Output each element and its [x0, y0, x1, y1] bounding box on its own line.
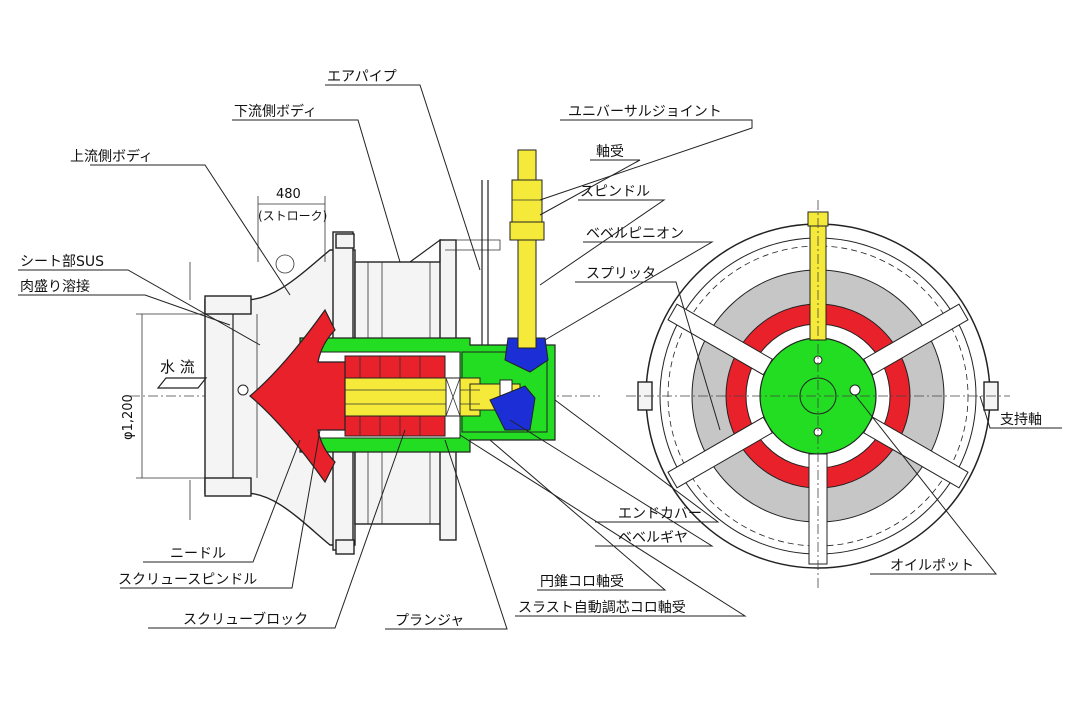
splitter-spokes — [667, 303, 969, 565]
water-flow-label: 水 流 — [160, 358, 195, 376]
label-spindle: スピンドル — [580, 184, 650, 200]
vertical-spindle — [517, 239, 537, 349]
label-splitter: スプリッタ — [586, 266, 656, 282]
label-downstream-body: 下流側ボディ — [234, 103, 317, 120]
label-plunger: プランジャ — [395, 613, 464, 629]
bevel-gear — [489, 385, 536, 431]
stroke-label: (ストローク) — [258, 209, 327, 223]
label-universal-joint: ユニバーサルジョイント — [568, 104, 722, 120]
end-view — [626, 200, 1010, 590]
needle — [249, 308, 346, 484]
diameter-label: φ1,200 — [121, 394, 136, 440]
label-bevel-gear: ベベルギヤ — [618, 530, 688, 546]
label-overlay-weld: 肉盛り溶接 — [20, 278, 90, 295]
label-screw-block: スクリューブロック — [183, 611, 308, 628]
labels: エアパイプ 下流側ボディ 上流側ボディ ユニバーサルジョイント 軸受 スピンドル… — [20, 69, 1042, 629]
label-tapered-roller-bearing: 円錐コロ軸受 — [540, 574, 624, 590]
label-thrust-bearing: スラスト自動調芯コロ軸受 — [518, 600, 686, 616]
label-upstream-body: 上流側ボディ — [70, 148, 153, 165]
bevel-pinion — [504, 337, 549, 373]
label-bevel-pinion: ベベルピニオン — [586, 226, 684, 242]
label-support-shaft: 支持軸 — [1000, 412, 1042, 428]
label-screw-spindle: スクリュースピンドル — [118, 572, 257, 588]
label-oil-pot: オイルポット — [890, 558, 974, 574]
label-end-cover: エンドカバー — [618, 506, 702, 522]
stroke-value: 480 — [276, 187, 301, 202]
label-seat-sus: シート部SUS — [20, 254, 104, 270]
label-needle: ニードル — [170, 546, 226, 562]
side-section-view: φ1,200 480 (ストローク) 水 流 — [121, 149, 600, 555]
leader-lines — [18, 84, 1062, 630]
label-bearing: 軸受 — [596, 144, 624, 160]
label-air-pipe: エアパイプ — [327, 69, 397, 85]
